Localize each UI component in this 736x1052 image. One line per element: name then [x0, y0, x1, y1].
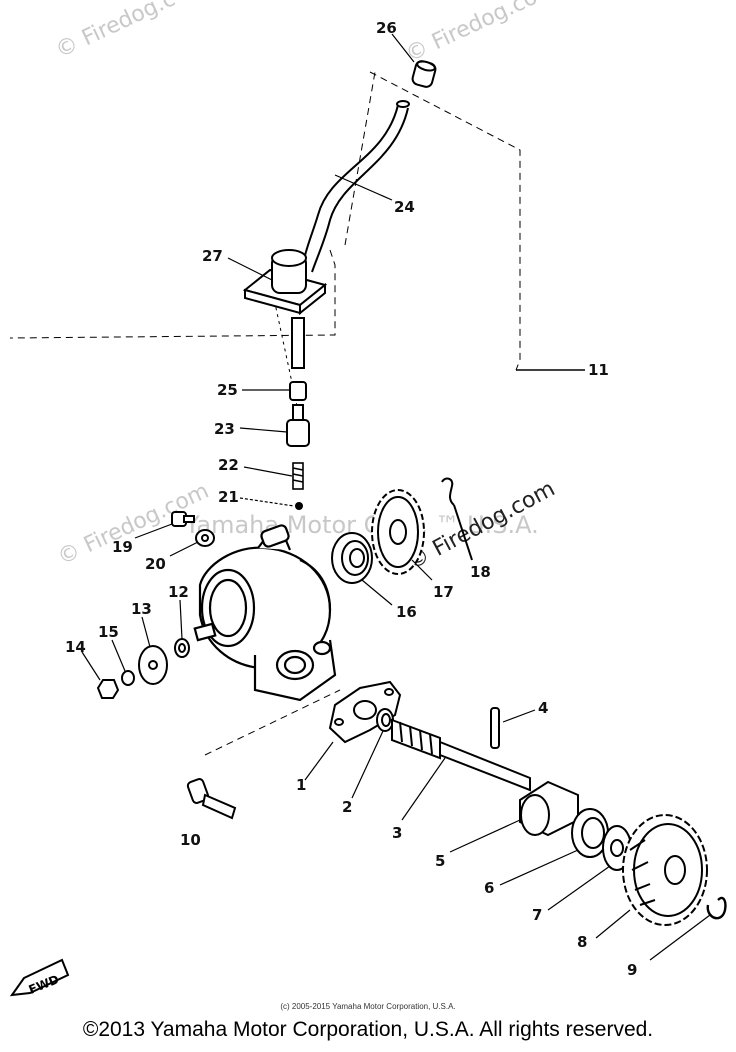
callout-3: 3 [392, 824, 402, 842]
dashed-line-bolt [204, 689, 341, 756]
diagram-copyright-small: (c) 2005-2015 Yamaha Motor Corporation, … [280, 1002, 456, 1011]
part-5-collar [519, 780, 579, 837]
part-8-gear [622, 814, 708, 926]
callout-6: 6 [484, 879, 494, 897]
part-23-plunger [286, 404, 310, 447]
part-17-gear [371, 489, 425, 575]
callout-12: 12 [168, 583, 189, 601]
callout-7: 7 [532, 906, 542, 924]
callout-labels: 26 24 27 11 25 23 22 21 19 20 18 17 16 1… [65, 19, 637, 979]
part-15-washer [121, 670, 135, 686]
callout-13: 13 [131, 600, 152, 618]
part-12-oring [174, 638, 190, 658]
part-18-clip [441, 477, 473, 561]
callout-23: 23 [214, 420, 235, 438]
callout-24: 24 [394, 198, 415, 216]
callout-5: 5 [435, 852, 445, 870]
part-26-cap [411, 60, 437, 88]
callout-27: 27 [202, 247, 223, 265]
part-13-plate [138, 645, 168, 685]
callout-10: 10 [180, 831, 201, 849]
part-27-union [242, 249, 328, 369]
part-3-shaft [391, 718, 531, 792]
watermark-top-right: © Firedog.co [402, 0, 541, 67]
callout-20: 20 [145, 555, 166, 573]
callout-1: 1 [296, 776, 306, 794]
part-4-pin [490, 707, 500, 749]
callout-4: 4 [538, 699, 548, 717]
part-9-circlip [706, 896, 727, 920]
part-25-fitting [289, 381, 307, 401]
callout-22: 22 [218, 456, 239, 474]
dashed-line-11 [369, 71, 521, 371]
callout-19: 19 [112, 538, 133, 556]
part-16-bearing [331, 532, 373, 584]
part-19-screw [171, 511, 195, 527]
part-21-ball [295, 502, 303, 510]
callout-9: 9 [627, 961, 637, 979]
callout-14: 14 [65, 638, 86, 656]
part-24-hose [301, 100, 410, 273]
watermark-top-left: © Firedog.c [52, 0, 179, 63]
pump-body [193, 524, 337, 702]
fwd-arrow: FWD [9, 958, 70, 997]
part-22-spring [292, 462, 304, 490]
part-1-gasket [328, 680, 402, 744]
callout-2: 2 [342, 798, 352, 816]
callout-25: 25 [217, 381, 238, 399]
part-20-washer [195, 529, 215, 547]
watermark-center: Yamaha Motor Corp. ™ U.S.A. [184, 511, 539, 539]
dashed-line-top [344, 71, 376, 246]
copyright-notice: ©2013 Yamaha Motor Corporation, U.S.A. A… [82, 1018, 654, 1041]
part-6-bearing [571, 808, 609, 858]
part-10-bolt [186, 778, 237, 820]
callout-8: 8 [577, 933, 587, 951]
callout-17: 17 [433, 583, 454, 601]
callout-16: 16 [396, 603, 417, 621]
callout-15: 15 [98, 623, 119, 641]
callout-11: 11 [588, 361, 609, 379]
callout-21: 21 [218, 488, 239, 506]
dashed-line-left [9, 249, 336, 339]
part-14-nut [96, 679, 120, 699]
callout-18: 18 [470, 563, 491, 581]
part-2-oring [376, 708, 394, 732]
callout-26: 26 [376, 19, 397, 37]
